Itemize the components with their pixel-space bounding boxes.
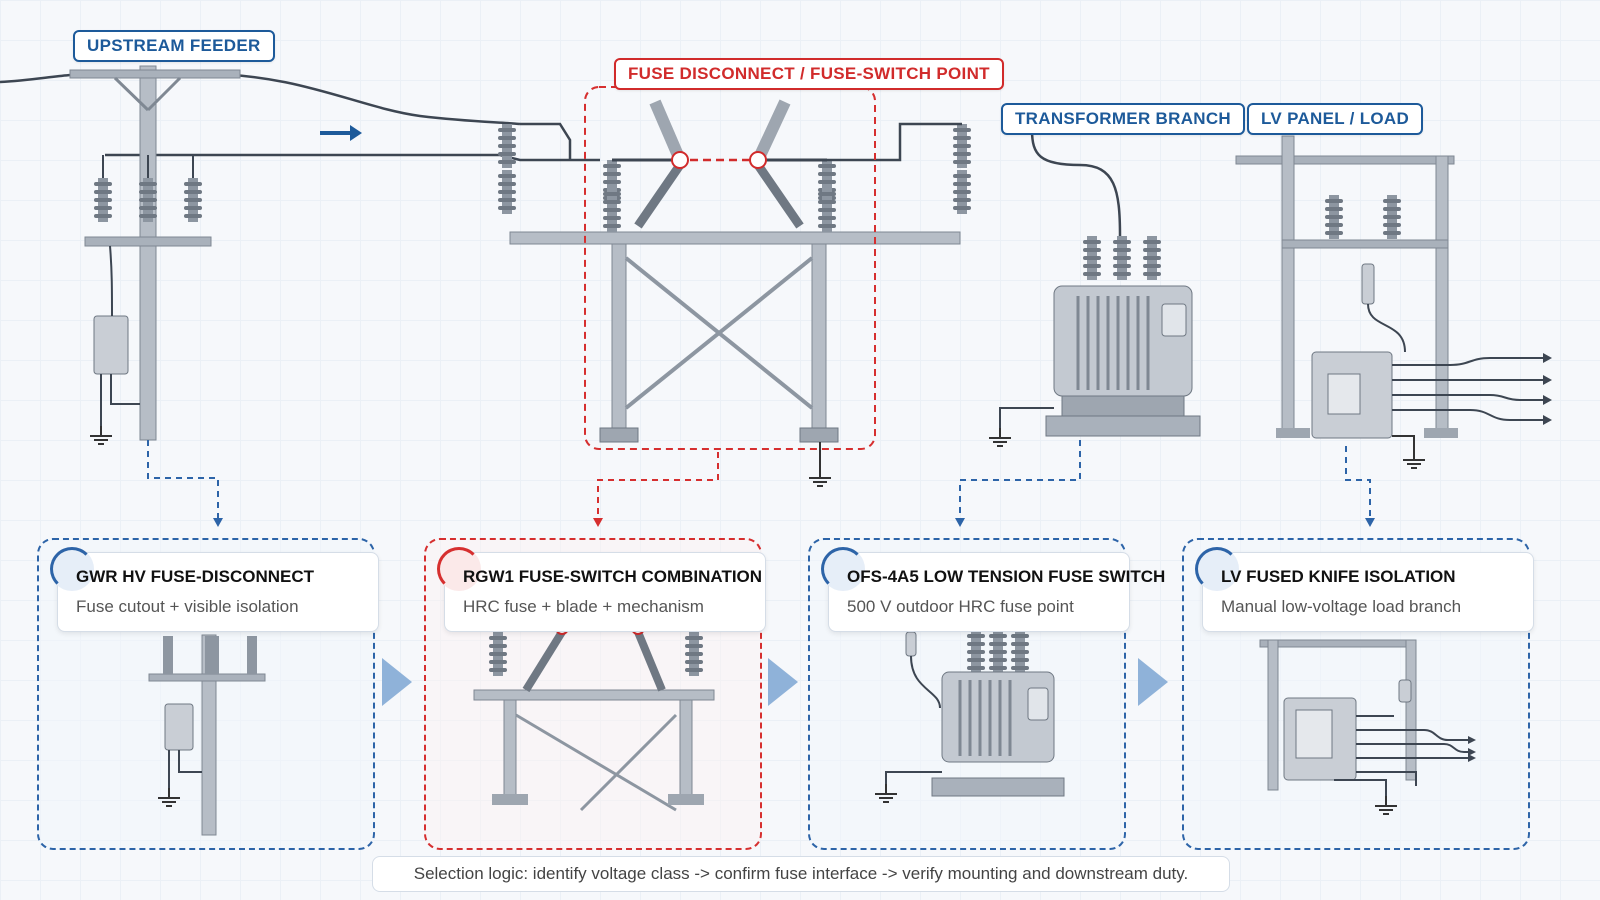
label-lv-panel: LV PANEL / LOAD — [1247, 103, 1424, 135]
selection-logic-footer: Selection logic: identify voltage class … — [372, 856, 1230, 892]
card-subtitle: HRC fuse + blade + mechanism — [463, 597, 704, 616]
knife-switch-icon — [1195, 547, 1239, 591]
transformer — [988, 129, 1201, 447]
label-transformer-branch: TRANSFORMER BRANCH — [1001, 103, 1245, 135]
card-title: RGW1 FUSE-SWITCH COMBINATION — [463, 567, 763, 586]
card-ofs[interactable]: OFS-4A5 LOW TENSION FUSE SWITCH 500 V ou… — [808, 538, 1165, 850]
label-fuse-point: FUSE DISCONNECT / FUSE-SWITCH POINT — [614, 58, 1004, 90]
card-rgw1-header: RGW1 FUSE-SWITCH COMBINATION HRC fuse + … — [437, 547, 766, 632]
card-lv-knife-header: LV FUSED KNIFE ISOLATION Manual low-volt… — [1195, 547, 1534, 632]
card-gwr[interactable]: GWR HV FUSE-DISCONNECT Fuse cutout + vis… — [37, 538, 379, 850]
chevron-right-icon — [768, 658, 798, 706]
card-rgw1[interactable]: RGW1 FUSE-SWITCH COMBINATION HRC fuse + … — [424, 538, 766, 850]
overhead-wire — [0, 72, 521, 126]
lv-panel-structure — [1235, 135, 1552, 469]
fuse-switch-icon — [437, 547, 481, 591]
fuse-disconnect-icon — [50, 547, 94, 591]
card-lv-knife-illustration — [1259, 639, 1476, 815]
label-upstream-feeder: UPSTREAM FEEDER — [73, 30, 275, 62]
feeder-wire — [105, 153, 600, 162]
card-subtitle: Manual low-voltage load branch — [1221, 597, 1462, 616]
transformer-icon — [821, 547, 865, 591]
fuse-switch-structure — [498, 99, 971, 487]
card-ofs-illustration — [874, 630, 1065, 803]
card-gwr-illustration — [148, 634, 266, 836]
arrow-right-icon — [320, 125, 362, 141]
card-title: OFS-4A5 LOW TENSION FUSE SWITCH — [847, 567, 1166, 586]
card-gwr-header: GWR HV FUSE-DISCONNECT Fuse cutout + vis… — [50, 547, 379, 632]
fuse-point-highlight — [584, 86, 876, 450]
card-subtitle: Fuse cutout + visible isolation — [76, 597, 299, 616]
card-title: LV FUSED KNIFE ISOLATION — [1221, 567, 1456, 586]
utility-pole — [69, 65, 241, 445]
card-ofs-header: OFS-4A5 LOW TENSION FUSE SWITCH 500 V ou… — [821, 547, 1165, 632]
card-title: GWR HV FUSE-DISCONNECT — [76, 567, 314, 586]
chevron-right-icon — [382, 658, 412, 706]
chevron-right-icon — [1138, 658, 1168, 706]
card-lv-knife[interactable]: LV FUSED KNIFE ISOLATION Manual low-volt… — [1182, 538, 1534, 850]
card-subtitle: 500 V outdoor HRC fuse point — [847, 597, 1074, 616]
